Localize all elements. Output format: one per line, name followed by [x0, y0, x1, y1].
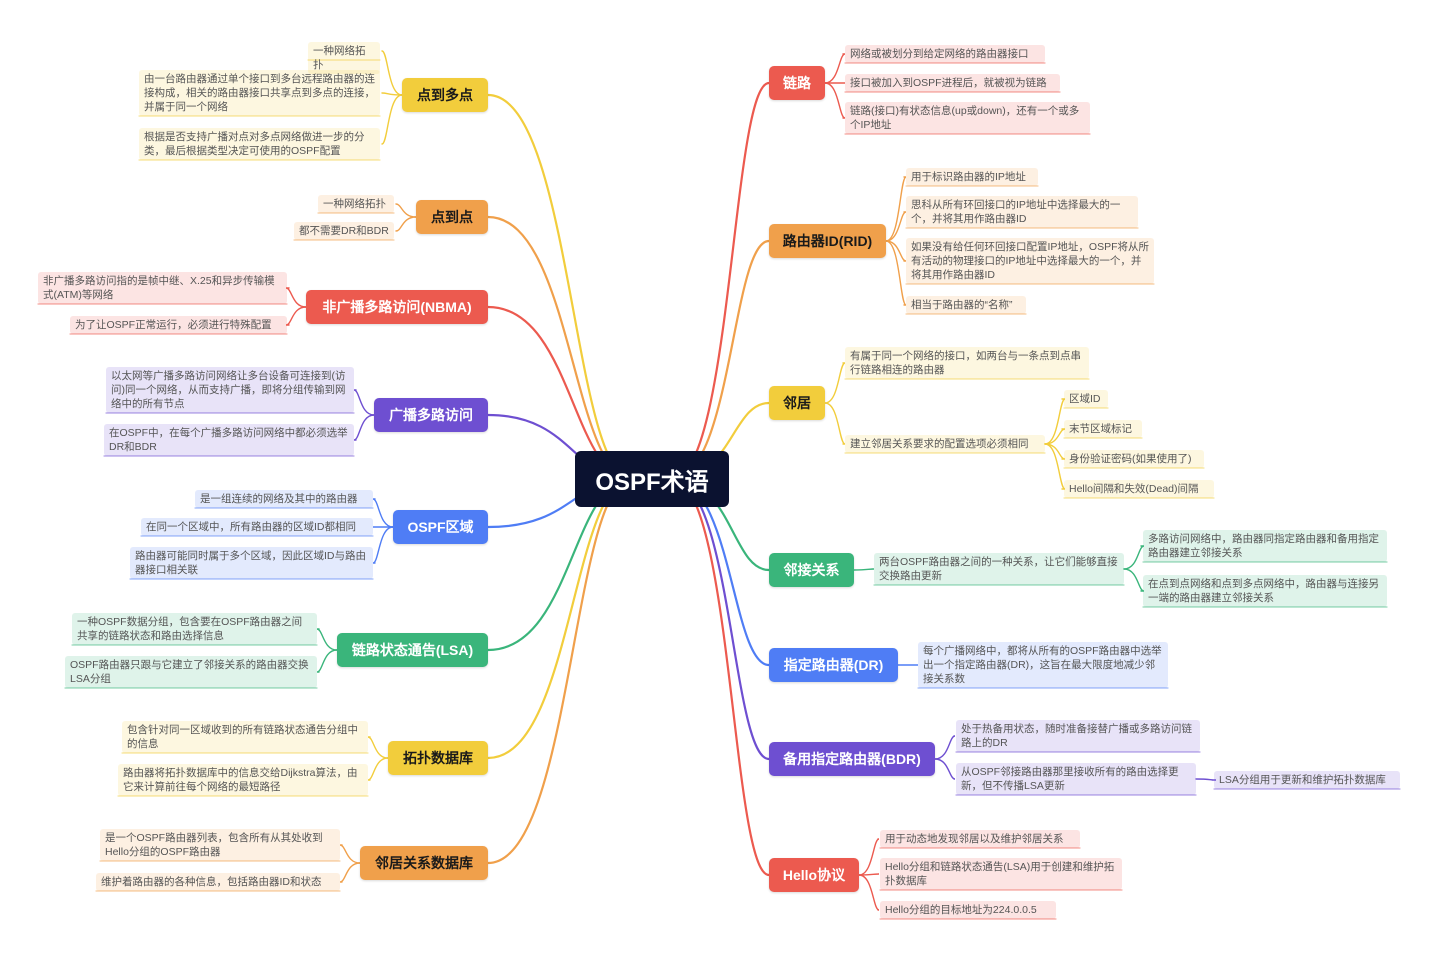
leaf-connector	[381, 92, 403, 96]
topic-bma[interactable]: 广播多路访问	[374, 398, 488, 432]
leaf-area-0[interactable]: 是一组连续的网络及其中的路由器	[195, 490, 373, 508]
leaf-link-2[interactable]: 链路(接口)有状态信息(up或down)，还有一个或多个IP地址	[845, 102, 1090, 134]
leaf-connector	[367, 736, 389, 759]
leaf-p2mp-1[interactable]: 由一台路由器通过单个接口到多台远程路由器的连接构成，相关的路由器接口共享点到多点…	[139, 70, 380, 116]
leaf-rid-1[interactable]: 思科从所有环回接口的IP地址中选择最大的一个，并将其用作路由器ID	[906, 196, 1138, 228]
leaf-connector	[395, 203, 417, 218]
subleaf-nbr-1-0[interactable]: 区域ID	[1064, 390, 1108, 408]
subleaf-adj-0-0[interactable]: 多路访问网络中，路由器同指定路由器和备用指定路由器建立邻接关系	[1143, 530, 1387, 562]
leaf-nbrdb-1[interactable]: 维护着路由器的各种信息，包括路由器ID和状态	[96, 873, 340, 891]
leaf-nbma-1[interactable]: 为了让OSPF正常运行，必须进行特殊配置	[70, 316, 287, 334]
leaf-connector	[285, 287, 307, 308]
leaf-connector	[339, 844, 361, 864]
branch-hello	[670, 477, 771, 877]
topic-nbma[interactable]: 非广播多路访问(NBMA)	[306, 290, 488, 324]
leaf-area-1[interactable]: 在同一个区域中，所有路由器的区域ID都相同	[141, 518, 373, 536]
leaf-p2p-0[interactable]: 一种网络拓扑	[318, 195, 394, 213]
leaf-connector	[353, 389, 375, 416]
leaf-connector	[1044, 398, 1066, 445]
leaf-adj-0[interactable]: 两台OSPF路由器之间的一种关系，让它们能够直接交换路由更新	[874, 553, 1124, 585]
subleaf-nbr-1-3[interactable]: Hello间隔和失效(Dead)间隔	[1064, 480, 1214, 498]
leaf-connector	[1195, 778, 1217, 781]
topic-adj[interactable]: 邻接关系	[769, 553, 854, 587]
topic-nbrdb[interactable]: 邻居关系数据库	[360, 846, 488, 880]
topic-nbr[interactable]: 邻居	[769, 386, 825, 420]
branch-rid	[670, 239, 771, 481]
leaf-connector	[885, 176, 907, 242]
leaf-hello-1[interactable]: Hello分组和链路状态通告(LSA)用于创建和维护拓扑数据库	[880, 858, 1122, 890]
topic-area[interactable]: OSPF区域	[393, 510, 488, 544]
leaf-connector	[858, 838, 880, 876]
subleaf-nbr-1-1[interactable]: 末节区域标记	[1064, 420, 1142, 438]
leaf-lsa-1[interactable]: OSPF路由器只跟与它建立了邻接关系的路由器交换LSA分组	[65, 656, 317, 688]
leaf-connector	[853, 568, 875, 571]
branch-nbrdb	[486, 477, 634, 865]
topic-p2mp[interactable]: 点到多点	[402, 78, 488, 112]
leaf-bdr-0[interactable]: 处于热备用状态，随时准备接替广播或多路访问链路上的DR	[956, 720, 1200, 752]
leaf-connector	[885, 240, 907, 306]
leaf-nbrdb-0[interactable]: 是一个OSPF路由器列表，包含所有从其处收到Hello分组的OSPF路由器	[100, 829, 340, 861]
leaf-connector	[1044, 428, 1066, 445]
leaf-connector	[381, 50, 403, 96]
leaf-link-1[interactable]: 接口被加入到OSPF进程后，就被视为链路	[845, 74, 1060, 92]
leaf-bma-1[interactable]: 在OSPF中，在每个广播多路访问网络中都必须选举DR和BDR	[104, 424, 354, 456]
leaf-connector	[934, 758, 956, 780]
leaf-connector	[285, 306, 307, 326]
topic-rid[interactable]: 路由器ID(RID)	[769, 224, 886, 258]
leaf-rid-3[interactable]: 相当于路由器的“名称”	[906, 296, 1026, 314]
leaf-p2mp-0[interactable]: 一种网络拓扑	[308, 42, 380, 74]
leaf-connector	[824, 362, 846, 404]
leaf-p2p-1[interactable]: 都不需要DR和BDR	[294, 222, 394, 240]
topic-dr[interactable]: 指定路由器(DR)	[769, 648, 898, 682]
leaf-connector	[381, 94, 403, 145]
leaf-connector	[395, 216, 417, 232]
topic-topo[interactable]: 拓扑数据库	[388, 741, 488, 775]
leaf-rid-0[interactable]: 用于标识路由器的IP地址	[906, 168, 1038, 186]
branch-p2mp	[486, 93, 634, 481]
subleaf-nbr-1-2[interactable]: 身份验证密码(如果使用了)	[1064, 450, 1204, 468]
topic-link[interactable]: 链路	[769, 66, 825, 100]
leaf-nbr-0[interactable]: 有属于同一个网络的接口，如两台与一条点到点串行链路相连的路由器	[845, 347, 1089, 379]
leaf-connector	[372, 498, 394, 528]
leaf-connector	[885, 240, 907, 262]
leaf-hello-2[interactable]: Hello分组的目标地址为224.0.0.5	[880, 901, 1056, 919]
leaf-connector	[339, 862, 361, 883]
leaf-connector	[367, 757, 389, 781]
leaf-connector	[353, 414, 375, 441]
subleaf-adj-0-1[interactable]: 在点到点网络和点到多点网络中，路由器与连接另一端的路由器建立邻接关系	[1143, 575, 1387, 607]
leaf-connector	[858, 873, 880, 876]
leaf-bma-0[interactable]: 以太网等广播多路访问网络让多台设备可连接到(访问)同一个网络，从而支持广播，即将…	[106, 367, 354, 413]
leaf-connector	[885, 211, 907, 242]
topic-bdr[interactable]: 备用指定路由器(BDR)	[769, 742, 935, 776]
root-topic[interactable]: OSPF术语	[575, 451, 729, 507]
branch-link	[670, 81, 771, 481]
leaf-rid-2[interactable]: 如果没有给任何环回接口配置IP地址，OSPF将从所有活动的物理接口的IP地址中选…	[906, 238, 1154, 284]
leaf-topo-1[interactable]: 路由器将拓扑数据库中的信息交给Dijkstra算法，由它来计算前往每个网络的最短…	[118, 764, 368, 796]
leaf-hello-0[interactable]: 用于动态地发现邻居以及维护邻居关系	[880, 830, 1080, 848]
leaf-connector	[934, 735, 956, 760]
leaf-area-2[interactable]: 路由器可能同时属于多个区域，因此区域ID与路由器接口相关联	[130, 547, 373, 579]
leaf-connector	[824, 82, 846, 119]
leaf-connector	[824, 53, 846, 84]
topic-hello[interactable]: Hello协议	[769, 858, 859, 892]
topic-lsa[interactable]: 链路状态通告(LSA)	[337, 633, 488, 667]
topic-p2p[interactable]: 点到点	[416, 200, 488, 234]
leaf-p2mp-2[interactable]: 根据是否支持广播对点对多点网络做进一步的分类，最后根据类型决定可使用的OSPF配…	[139, 128, 380, 160]
leaf-dr-0[interactable]: 每个广播网络中，都将从所有的OSPF路由器中选举出一个指定路由器(DR)，这旨在…	[918, 642, 1168, 688]
leaf-connector	[316, 628, 338, 651]
leaf-lsa-0[interactable]: 一种OSPF数据分组，包含要在OSPF路由器之间共享的链路状态和路由选择信息	[72, 613, 317, 645]
leaf-topo-0[interactable]: 包含针对同一区域收到的所有链路状态通告分组中的信息	[122, 721, 368, 753]
leaf-connector	[372, 526, 394, 564]
leaf-connector	[824, 402, 846, 445]
leaf-connector	[1044, 443, 1066, 490]
leaf-connector	[1123, 568, 1145, 592]
leaf-link-0[interactable]: 网络或被划分到给定网络的路由器接口	[845, 45, 1045, 63]
leaf-connector	[1123, 545, 1145, 570]
subleaf-bdr-1-0[interactable]: LSA分组用于更新和维护拓扑数据库	[1214, 771, 1400, 789]
leaf-connector	[858, 874, 880, 911]
leaf-bdr-1[interactable]: 从OSPF邻接路由器那里接收所有的路由选择更新，但不传播LSA更新	[956, 763, 1196, 795]
leaf-nbma-0[interactable]: 非广播多路访问指的是帧中继、X.25和异步传输模式(ATM)等网络	[38, 272, 287, 304]
leaf-nbr-1[interactable]: 建立邻居关系要求的配置选项必须相同	[845, 435, 1045, 453]
leaf-connector	[316, 649, 338, 673]
